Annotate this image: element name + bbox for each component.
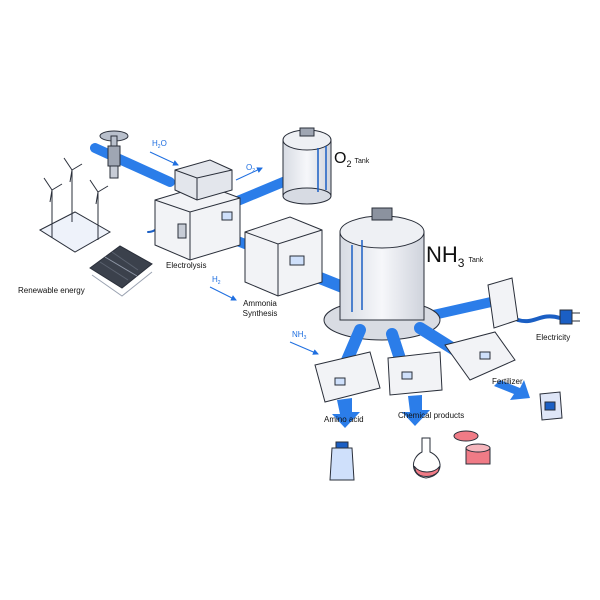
chemical-products-label: Chemical products [398,411,464,420]
flow-arrows [149,151,319,355]
jar-icon [453,430,491,465]
ammonia-flow-label: NH3 [292,330,307,341]
water-flow-label: H2O [152,139,167,150]
ammonia-synthesis-building [244,216,323,297]
renewable-energy-label: Renewable energy [18,286,85,295]
ammonia-synthesis-label-1: Ammonia [243,299,277,308]
product-buildings [314,277,519,403]
wind-turbine-icon [89,179,109,240]
bottle-icon [329,441,355,481]
plug-icon [559,309,580,325]
flask-icon [413,437,441,479]
output-arrows [332,380,530,428]
solar-panel-icon [89,245,153,297]
electricity-label: Electricity [536,333,570,342]
ammonia-synthesis-label-2: Synthesis [243,309,278,318]
water-pipe [90,143,175,187]
hydrogen-flow-label: H2 [212,275,221,286]
electric-cord [516,314,562,324]
water-tap-icon [99,130,129,179]
chemical-products-building [387,351,443,396]
o2-tank [282,127,332,205]
wind-turbine-icon [43,177,63,238]
electrolysis-building [154,159,241,261]
amino-acid-label: Amino acid [324,415,364,424]
nh3-tank [323,207,441,341]
fertilizer-label: Fertilizer [492,377,523,386]
oxygen-flow-label: O2 [246,163,255,174]
electrolysis-label: Electrolysis [166,261,206,270]
electricity-building [487,277,519,329]
wind-farm [38,157,112,253]
fertilizer-bag-icon [539,391,563,421]
wind-turbine-icon [63,157,83,222]
amino-acid-building [314,351,381,403]
